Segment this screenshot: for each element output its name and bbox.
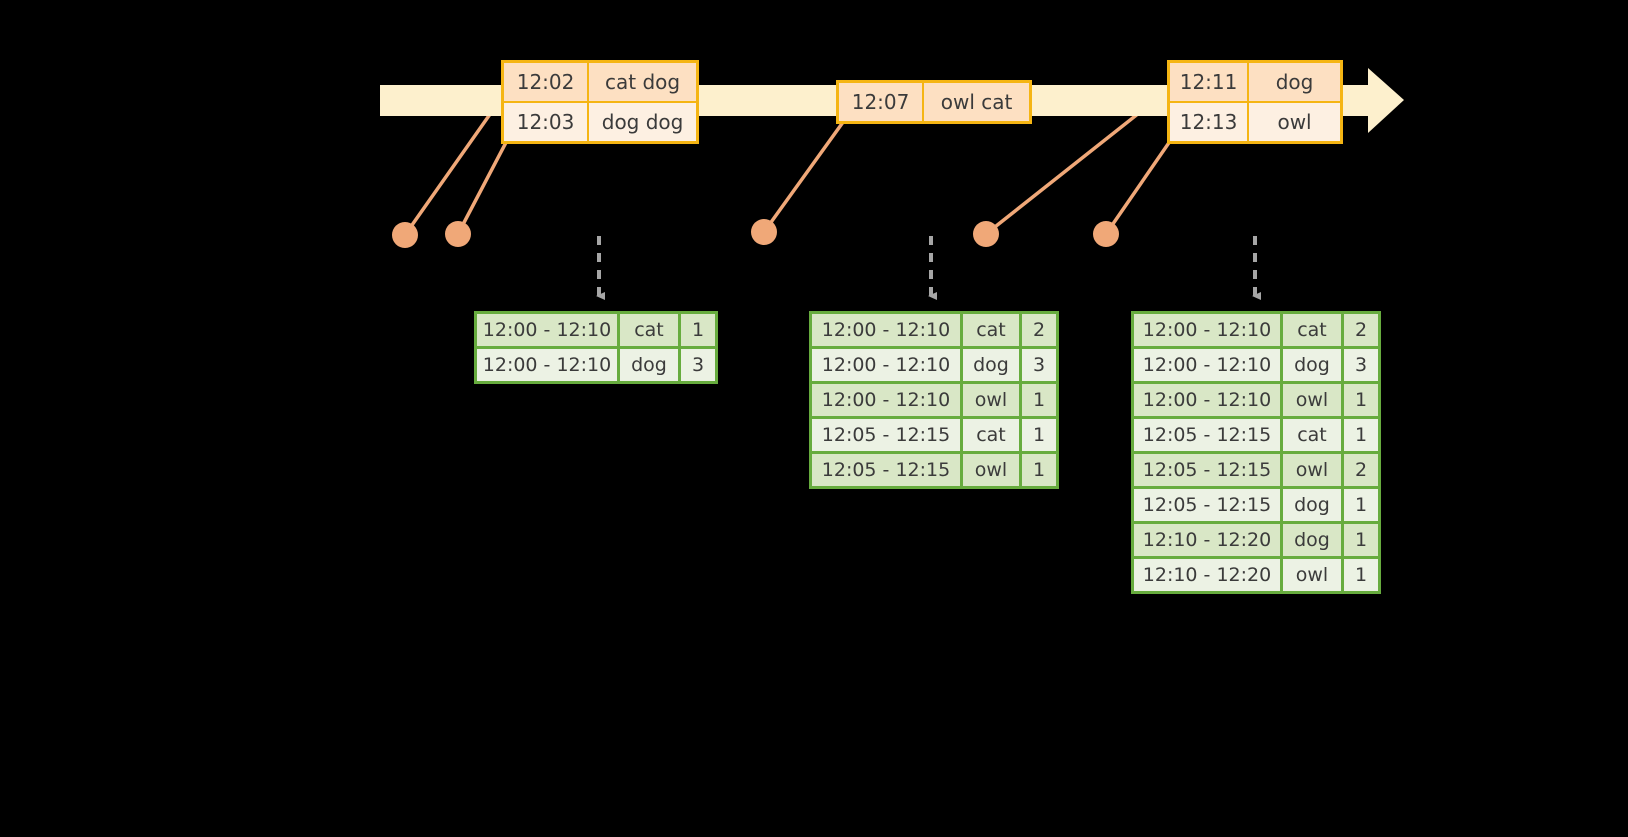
result-key-cell: cat: [963, 419, 1019, 451]
event-time: 12:11: [1170, 63, 1248, 101]
result-count-cell: 2: [1344, 454, 1378, 486]
event-payload: dog: [1249, 63, 1340, 101]
event-time: 12:07: [839, 83, 923, 121]
result-count-cell: 2: [1022, 314, 1056, 346]
result-count-cell: 1: [1344, 489, 1378, 521]
result-count-cell: 1: [681, 314, 715, 346]
result-key-cell: cat: [963, 314, 1019, 346]
result-window-cell: 12:00 - 12:10: [812, 349, 960, 381]
result-key-cell: owl: [1283, 384, 1341, 416]
result-key-cell: cat: [1283, 419, 1341, 451]
result-key-cell: dog: [1283, 524, 1341, 556]
result-window-cell: 12:10 - 12:20: [1134, 524, 1280, 556]
event-row[interactable]: 12:03 dog dog: [504, 103, 696, 141]
event-payload: owl: [1249, 103, 1340, 141]
event-time: 12:13: [1170, 103, 1248, 141]
result-window-cell: 12:00 - 12:10: [812, 314, 960, 346]
event-row[interactable]: 12:11 dog: [1170, 63, 1340, 101]
result-key-cell: owl: [1283, 559, 1341, 591]
result-key-cell: dog: [620, 349, 678, 381]
event-row[interactable]: 12:07 owl cat: [839, 83, 1029, 121]
result-count-cell: 1: [1022, 419, 1056, 451]
event-time: 12:02: [504, 63, 588, 101]
event-box-3[interactable]: 12:11 dog 12:13 owl: [1167, 60, 1343, 144]
result-count-cell: 1: [1022, 454, 1056, 486]
result-count-cell: 2: [1344, 314, 1378, 346]
result-key-cell: dog: [1283, 349, 1341, 381]
result-count-cell: 1: [1344, 559, 1378, 591]
event-payload: cat dog: [589, 63, 696, 101]
result-key-cell: dog: [963, 349, 1019, 381]
event-row[interactable]: 12:13 owl: [1170, 103, 1340, 141]
result-window-cell: 12:10 - 12:20: [1134, 559, 1280, 591]
result-count-cell: 3: [681, 349, 715, 381]
event-box-2[interactable]: 12:07 owl cat: [836, 80, 1032, 124]
result-window-cell: 12:05 - 12:15: [1134, 489, 1280, 521]
result-count-cell: 1: [1344, 524, 1378, 556]
result-window-cell: 12:00 - 12:10: [1134, 384, 1280, 416]
result-key-cell: cat: [620, 314, 678, 346]
connector-dot: [1093, 221, 1119, 247]
emit-arrows: [596, 236, 1261, 300]
connector-dots: [392, 219, 1119, 248]
result-key-cell: owl: [963, 384, 1019, 416]
result-window-cell: 12:00 - 12:10: [477, 349, 617, 381]
connector-dot: [445, 221, 471, 247]
event-payload: owl cat: [924, 83, 1029, 121]
result-count-cell: 1: [1344, 384, 1378, 416]
result-window-cell: 12:05 - 12:15: [1134, 454, 1280, 486]
result-count-cell: 1: [1344, 419, 1378, 451]
result-window-cell: 12:05 - 12:15: [812, 419, 960, 451]
result-key-cell: cat: [1283, 314, 1341, 346]
event-row[interactable]: 12:02 cat dog: [504, 63, 696, 101]
event-time: 12:03: [504, 103, 588, 141]
result-count-cell: 3: [1022, 349, 1056, 381]
timeline-arrowhead: [1368, 68, 1404, 133]
result-count-cell: 3: [1344, 349, 1378, 381]
result-key-cell: owl: [1283, 454, 1341, 486]
result-window-cell: 12:00 - 12:10: [477, 314, 617, 346]
event-box-1[interactable]: 12:02 cat dog 12:03 dog dog: [501, 60, 699, 144]
event-payload: dog dog: [589, 103, 696, 141]
result-count-cell: 1: [1022, 384, 1056, 416]
result-key-cell: dog: [1283, 489, 1341, 521]
connector-dot: [973, 221, 999, 247]
result-window-cell: 12:05 - 12:15: [1134, 419, 1280, 451]
result-key-cell: owl: [963, 454, 1019, 486]
result-window-cell: 12:00 - 12:10: [1134, 314, 1280, 346]
connector-dot: [751, 219, 777, 245]
result-window-cell: 12:00 - 12:10: [1134, 349, 1280, 381]
connector-dot: [392, 222, 418, 248]
result-window-cell: 12:05 - 12:15: [812, 454, 960, 486]
result-window-cell: 12:00 - 12:10: [812, 384, 960, 416]
